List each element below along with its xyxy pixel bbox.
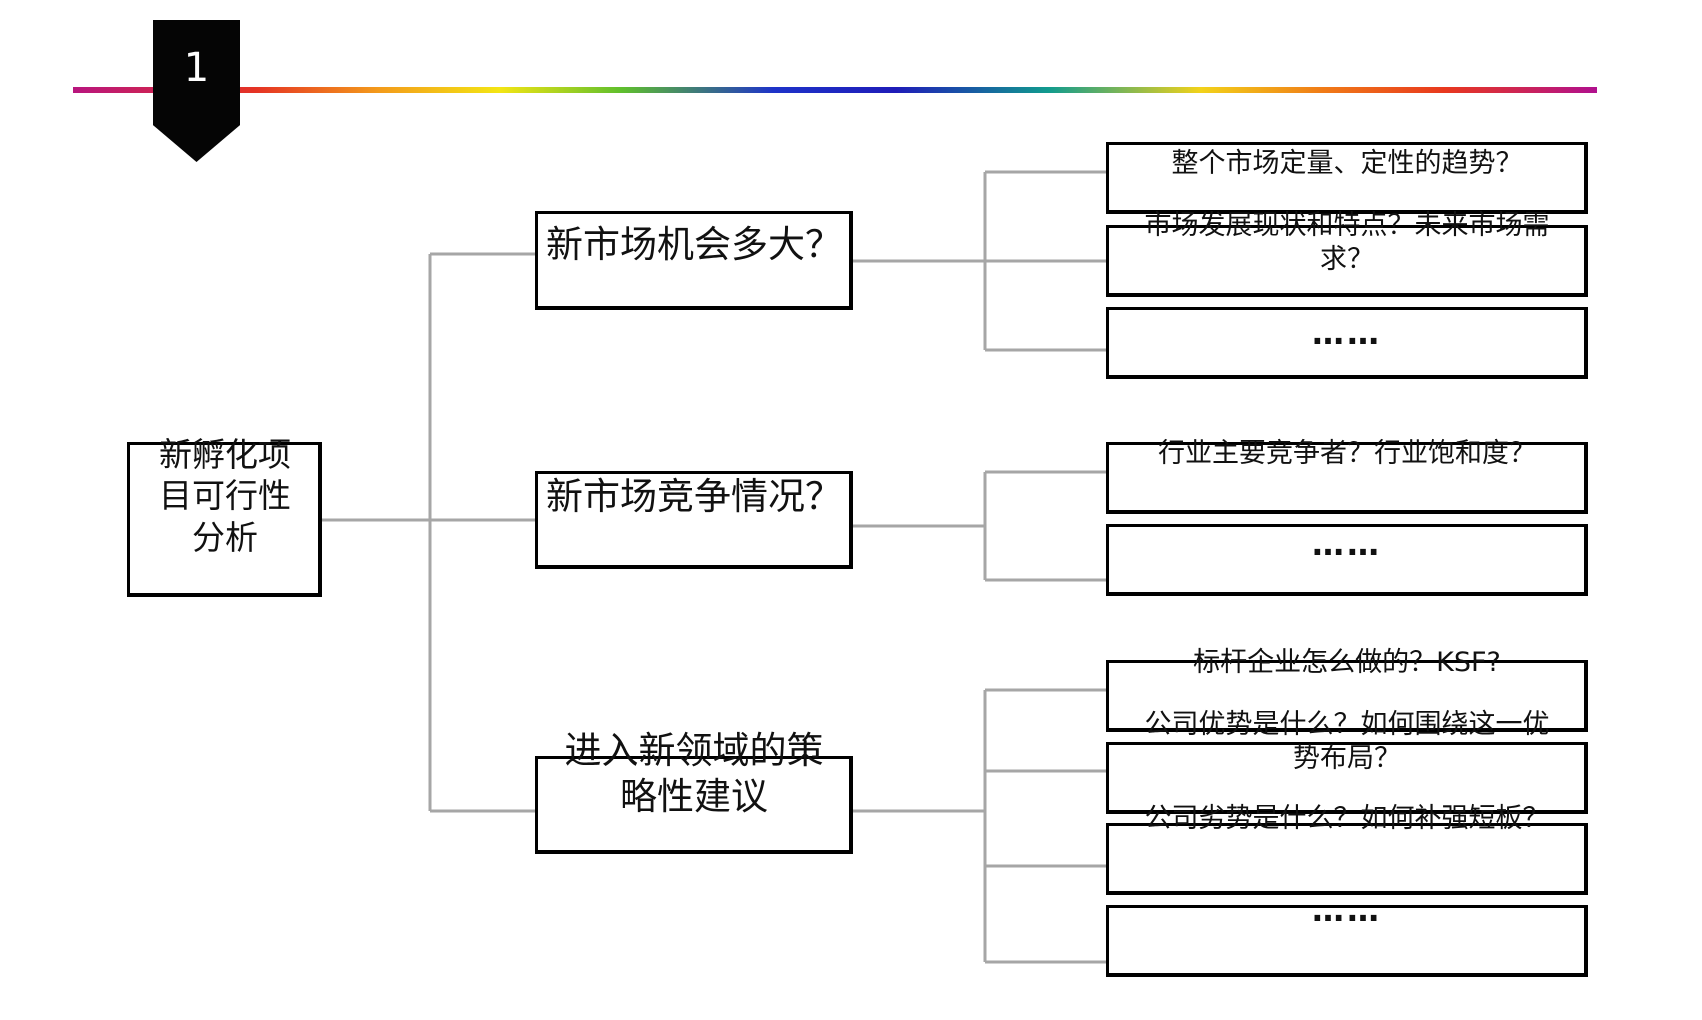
leaf-node-box xyxy=(1106,442,1588,514)
leaf-node-box xyxy=(1106,742,1588,814)
root-node-box xyxy=(127,442,322,597)
leaf-node-box xyxy=(1106,823,1588,895)
branch-node-box xyxy=(535,211,853,310)
leaf-node-box xyxy=(1106,905,1588,977)
leaf-node-label: …… xyxy=(1312,525,1382,563)
root-node-label: 新孵化项目可行性分析 xyxy=(159,435,291,557)
leaf-node-box xyxy=(1106,142,1588,214)
leaf-node-label: 公司优势是什么？如何围绕这一优势布局？ xyxy=(1144,709,1550,774)
leaf-node-label: 市场发展现状和特点？未来市场需求？ xyxy=(1144,210,1550,275)
leaf-node-label: 整个市场定量、定性的趋势？ xyxy=(1171,148,1523,179)
leaf-node-box xyxy=(1106,660,1588,732)
leaf-node-box xyxy=(1106,225,1588,297)
branch-node-label: 进入新领域的策略性建议 xyxy=(564,729,824,819)
leaf-node-box xyxy=(1106,524,1588,596)
leaf-node-label: …… xyxy=(1312,314,1382,352)
branch-node-box xyxy=(535,471,853,569)
leaf-node-label: 标杆企业怎么做的？KSF? xyxy=(1193,647,1501,678)
branch-node-label: 新市场机会多大？ xyxy=(546,223,842,266)
branch-node-box xyxy=(535,756,853,854)
rainbow-divider xyxy=(73,87,1597,93)
leaf-node-label: …… xyxy=(1312,891,1382,929)
branch-node-label: 新市场竞争情况？ xyxy=(546,475,842,518)
leaf-node-label: 公司劣势是什么？如何补强短板？ xyxy=(1144,803,1550,834)
leaf-node-box xyxy=(1106,307,1588,379)
leaf-node-label: 行业主要竞争者？行业饱和度？ xyxy=(1158,438,1536,469)
slide-number: 1 xyxy=(183,45,210,91)
